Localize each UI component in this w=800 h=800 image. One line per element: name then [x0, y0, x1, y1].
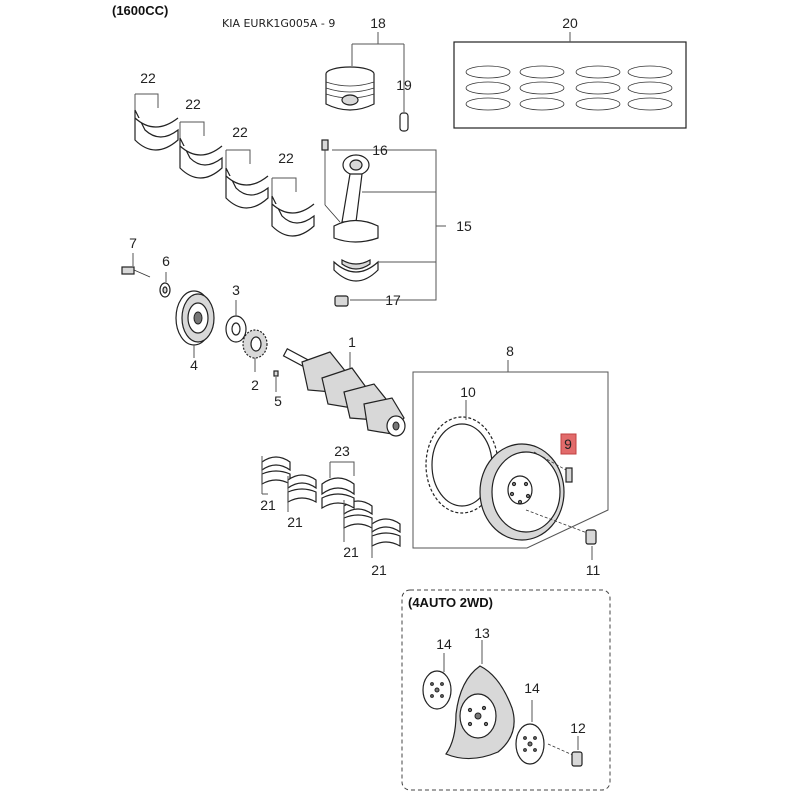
callout-13: 13 [474, 625, 490, 641]
catalog-title: KIA EURK1G005A - 9 [222, 17, 335, 30]
adapter-plate-right [515, 723, 545, 765]
callout-14-a: 14 [436, 636, 452, 652]
piston-rings [465, 65, 673, 111]
engine-label: (1600CC) [112, 3, 168, 18]
piston-pin [399, 112, 409, 132]
callout-21-b: 21 [287, 514, 303, 530]
callout-16: 16 [372, 142, 388, 158]
rod-nut [334, 295, 349, 307]
callout-11: 11 [586, 562, 601, 578]
callout-22-a: 22 [140, 70, 156, 86]
woodruff-key [273, 370, 279, 377]
connecting-rod [333, 154, 379, 243]
callout-17: 17 [385, 292, 401, 308]
piston [325, 66, 375, 111]
pulley-bolt [121, 266, 151, 278]
rod-bearing-cap [333, 258, 379, 282]
flywheel-bolt [525, 509, 597, 545]
callout-6: 6 [162, 253, 170, 269]
thrust-bearing [321, 477, 355, 510]
callout-4: 4 [190, 357, 198, 373]
callout-12: 12 [570, 720, 586, 736]
callout-21-d: 21 [371, 562, 387, 578]
callout-18: 18 [370, 15, 386, 31]
callout-9-highlight [560, 433, 577, 455]
adapter-plate-left [422, 670, 452, 710]
crankshaft-pulley [175, 290, 215, 346]
flywheel [479, 443, 565, 541]
callout-23: 23 [334, 443, 350, 459]
callout-22-c: 22 [232, 124, 248, 140]
callout-7: 7 [129, 235, 137, 251]
dowel-pin [565, 467, 573, 483]
callout-3: 3 [232, 282, 240, 298]
drive-plate-bolt [547, 743, 583, 767]
callout-9[interactable]: 9 [564, 436, 572, 452]
main-bearing-upper [134, 109, 315, 237]
flywheel-box [412, 371, 609, 549]
spacer-ring [225, 315, 247, 343]
drive-plate [445, 665, 515, 760]
callout-10: 10 [460, 384, 476, 400]
callout-22-d: 22 [278, 150, 294, 166]
callout-5: 5 [274, 393, 282, 409]
connecting-rod-bolt [321, 139, 341, 223]
auto-2wd-box [401, 589, 611, 791]
callout-22-b: 22 [185, 96, 201, 112]
callout-21-a: 21 [260, 497, 276, 513]
callout-14-b: 14 [524, 680, 540, 696]
auto-2wd-label: (4AUTO 2WD) [408, 595, 493, 610]
callout-2: 2 [251, 377, 259, 393]
washer [159, 282, 171, 298]
callout-21-c: 21 [343, 544, 359, 560]
callout-20: 20 [562, 15, 578, 31]
timing-sprocket [242, 329, 268, 359]
callout-19: 19 [396, 77, 412, 93]
callout-15: 15 [456, 218, 472, 234]
crankshaft [282, 348, 406, 437]
piston-rings-box [453, 41, 687, 129]
callout-8: 8 [506, 343, 514, 359]
callout-1: 1 [348, 334, 356, 350]
main-bearing-lower [261, 456, 401, 548]
